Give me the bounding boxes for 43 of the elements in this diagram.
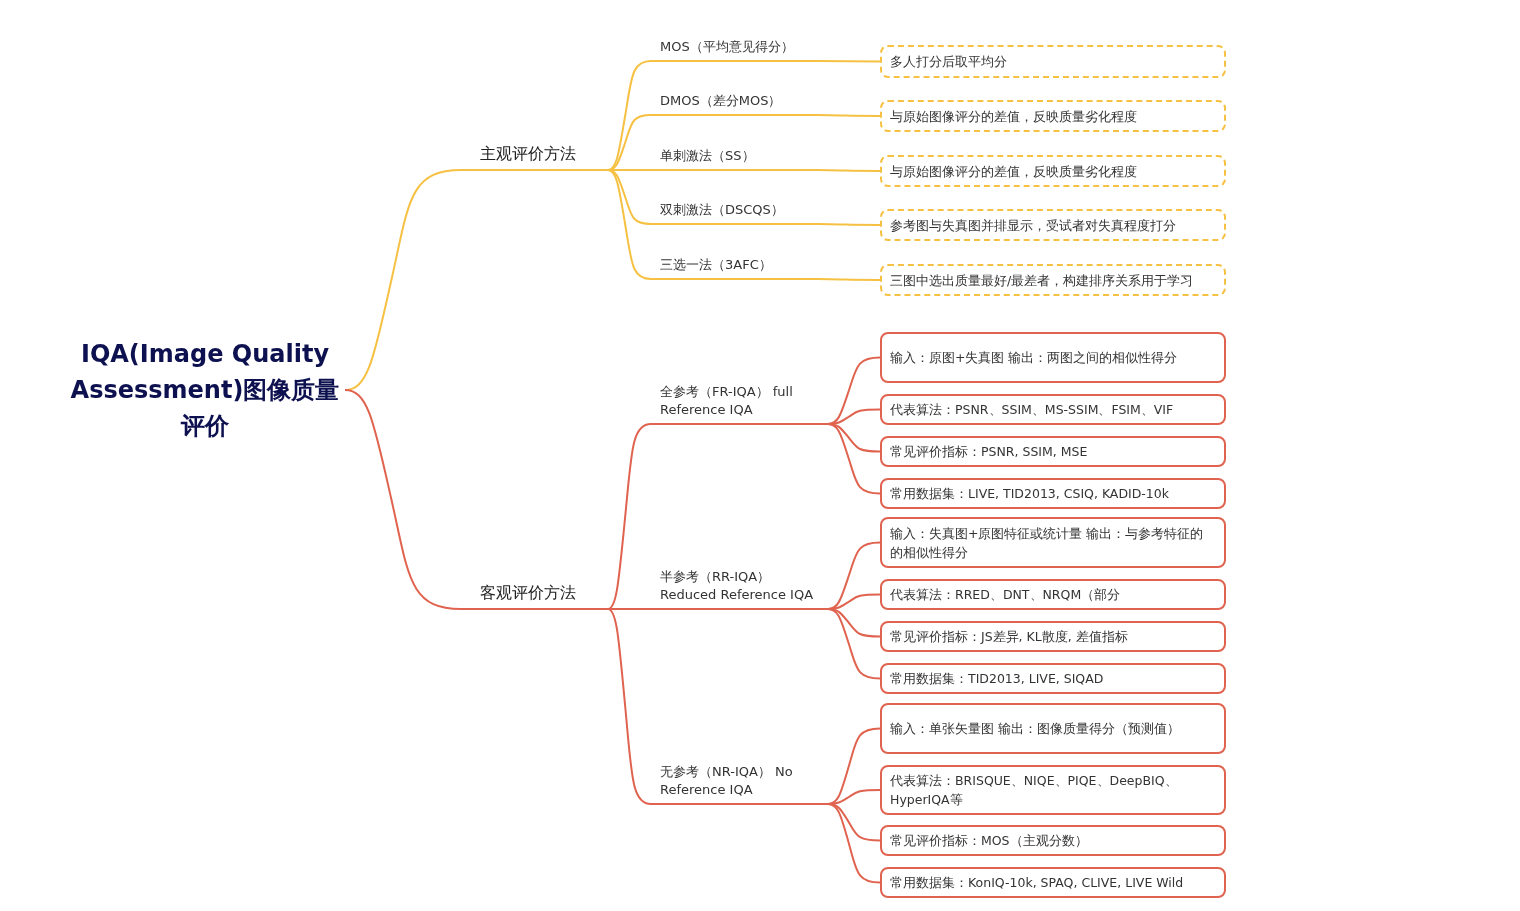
detail-box: 代表算法：BRISQUE、NIQE、PIQE、DeepBIQ、HyperIQA等 xyxy=(880,765,1226,815)
detail-box: 常见评价指标：JS差异, KL散度, 差值指标 xyxy=(880,621,1226,652)
branch-line xyxy=(344,389,462,610)
detail-box: 代表算法：PSNR、SSIM、MS-SSIM、FSIM、VIF xyxy=(880,394,1226,425)
subtopic-label: 全参考（FR-IQA） full Reference IQA xyxy=(650,381,830,425)
branch-line xyxy=(817,169,881,172)
branch-line xyxy=(827,423,881,495)
branch-line xyxy=(607,60,652,171)
branch-line xyxy=(607,169,652,225)
branch-line xyxy=(817,278,881,281)
detail-box: 常用数据集：TID2013, LIVE, SIQAD xyxy=(880,663,1226,694)
branch-line xyxy=(607,423,652,610)
subtopic-label: 无参考（NR-IQA） No Reference IQA xyxy=(650,761,830,805)
note-box: 参考图与失真图并排显示，受试者对失真程度打分 xyxy=(880,209,1226,241)
detail-box: 代表算法：RRED、DNT、NRQM（部分 xyxy=(880,579,1226,610)
branch-line xyxy=(817,114,881,117)
branch-topic: 客观评价方法 xyxy=(460,570,610,610)
subtopic-label: 单刺激法（SS） xyxy=(650,143,820,171)
subtopic-label: DMOS（差分MOS） xyxy=(650,88,820,116)
subtopic-label: 半参考（RR-IQA） Reduced Reference IQA xyxy=(650,566,830,610)
detail-box: 输入：原图+失真图 输出：两图之间的相似性得分 xyxy=(880,332,1226,383)
branch-line xyxy=(817,223,881,226)
detail-box: 常见评价指标：MOS（主观分数） xyxy=(880,825,1226,856)
note-box: 与原始图像评分的差值，反映质量劣化程度 xyxy=(880,100,1226,132)
branch-line xyxy=(827,608,881,680)
subtopic-label: 双刺激法（DSCQS） xyxy=(650,197,820,225)
branch-line xyxy=(607,169,652,280)
subtopic-label: MOS（平均意见得分） xyxy=(650,34,820,62)
detail-box: 常用数据集：LIVE, TID2013, CSIQ, KADID-10k xyxy=(880,478,1226,509)
branch-line xyxy=(817,60,881,63)
branch-line xyxy=(827,803,881,884)
note-box: 多人打分后取平均分 xyxy=(880,45,1226,78)
subtopic-label: 三选一法（3AFC） xyxy=(650,252,820,280)
central-topic: IQA(Image Quality Assessment)图像质量评价 xyxy=(65,330,345,450)
branch-topic: 主观评价方法 xyxy=(460,131,610,171)
note-box: 与原始图像评分的差值，反映质量劣化程度 xyxy=(880,155,1226,187)
branch-line xyxy=(607,608,652,610)
detail-box: 输入：失真图+原图特征或统计量 输出：与参考特征的的相似性得分 xyxy=(880,517,1226,568)
branch-line xyxy=(607,608,652,805)
detail-box: 常见评价指标：PSNR, SSIM, MSE xyxy=(880,436,1226,467)
note-box: 三图中选出质量最好/最差者，构建排序关系用于学习 xyxy=(880,264,1226,296)
detail-box: 常用数据集：KonIQ-10k, SPAQ, CLIVE, LIVE Wild xyxy=(880,867,1226,898)
detail-box: 输入：单张矢量图 输出：图像质量得分（预测值） xyxy=(880,703,1226,754)
